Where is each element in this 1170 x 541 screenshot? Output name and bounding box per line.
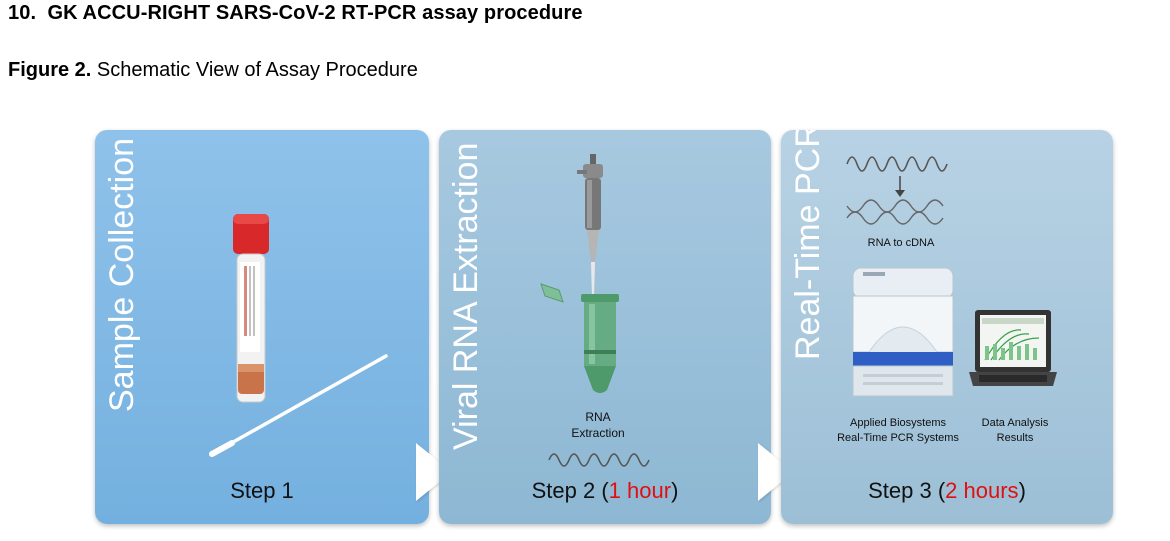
- down-arrow-icon: [893, 176, 907, 198]
- step-2-label: Step 2 (1 hour): [439, 478, 771, 504]
- step-3-label: Step 3 (2 hours): [781, 478, 1113, 504]
- rna-strand-icon: [847, 150, 951, 168]
- figure-caption: Figure 2. Schematic View of Assay Proced…: [8, 59, 418, 82]
- step-1-panel: Sample Collection Step 1: [95, 130, 429, 524]
- instrument-label-line-1: Applied Biosystems: [827, 416, 969, 431]
- step-3-number: Step 3: [868, 478, 932, 503]
- figure-label: Figure 2.: [8, 59, 91, 81]
- instrument-label: Applied Biosystems Real-Time PCR Systems: [827, 416, 969, 446]
- rna-strand-icon: [549, 448, 649, 464]
- step-2-number: Step 2: [532, 478, 596, 503]
- laptop-icon: [969, 310, 1059, 400]
- results-label: Data Analysis Results: [967, 416, 1063, 446]
- instrument-label-line-2: Real-Time PCR Systems: [827, 431, 969, 446]
- rna-extraction-label-line-1: RNA: [543, 409, 653, 425]
- step-2-duration: 1 hour: [609, 478, 671, 503]
- results-label-line-1: Data Analysis: [967, 416, 1063, 431]
- step-1-number: Step 1: [230, 478, 294, 503]
- step-3-panel: Real-Time PCR RNA to cDNA: [781, 130, 1113, 524]
- section-number: 10.: [8, 2, 36, 24]
- step-3-duration: 2 hours: [945, 478, 1018, 503]
- rna-extraction-label: RNA Extraction: [543, 409, 653, 441]
- rna-to-cdna-label: RNA to cDNA: [851, 236, 951, 251]
- cdna-strand-icon: [847, 204, 951, 220]
- swab-icon: [210, 352, 390, 458]
- rna-extraction-label-line-2: Extraction: [543, 425, 653, 441]
- extraction-tube-icon: [537, 280, 627, 398]
- step-2-panel: Viral RNA Extraction RNA Extraction Step…: [439, 130, 771, 524]
- step-2-title: Viral RNA Extraction: [449, 143, 483, 450]
- figure-caption-text: Schematic View of Assay Procedure: [97, 59, 418, 81]
- section-title: GK ACCU-RIGHT SARS-CoV-2 RT-PCR assay pr…: [47, 2, 582, 24]
- results-label-line-2: Results: [967, 431, 1063, 446]
- step-1-label: Step 1: [95, 478, 429, 504]
- section-heading: 10. GK ACCU-RIGHT SARS-CoV-2 RT-PCR assa…: [8, 2, 583, 25]
- pcr-instrument-icon: [849, 266, 959, 406]
- step-3-title: Real-Time PCR: [791, 130, 825, 360]
- step-1-title: Sample Collection: [105, 138, 139, 412]
